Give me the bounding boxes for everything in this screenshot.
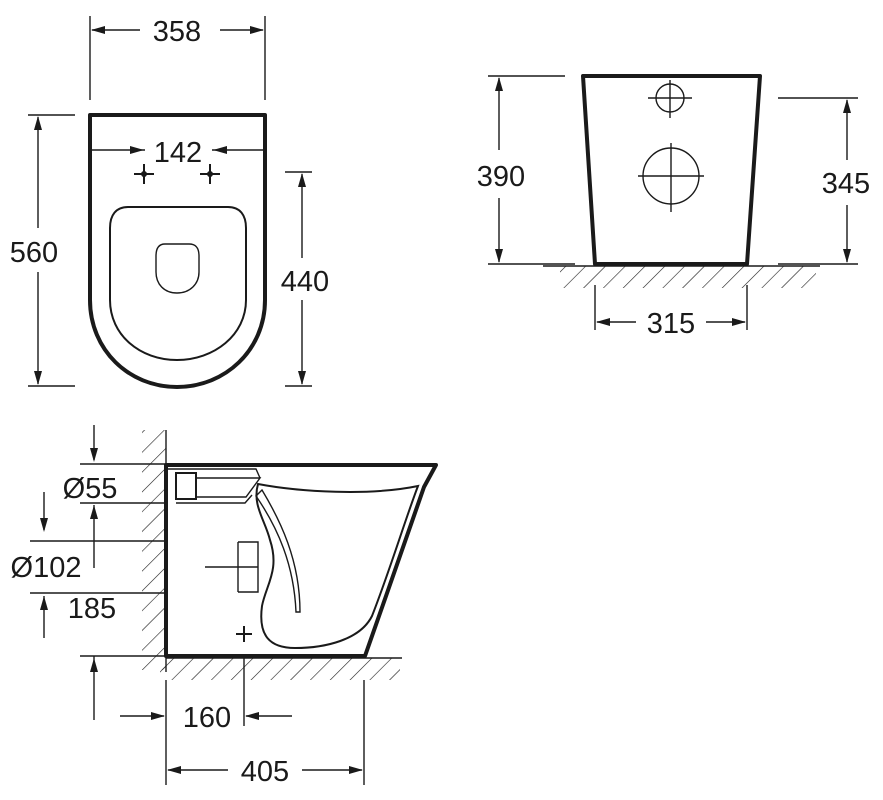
front-floor bbox=[543, 265, 820, 288]
dim-160: 160 bbox=[120, 656, 292, 785]
dim-inlet-diameter: Ø55 bbox=[63, 425, 166, 540]
top-view: 358 142 560 440 bbox=[10, 16, 329, 389]
side-floor bbox=[160, 657, 402, 680]
dim-142: 142 bbox=[92, 137, 263, 169]
inlet-pipe bbox=[168, 468, 262, 504]
side-view: Ø55 Ø102 185 160 bbox=[11, 425, 438, 788]
fixing-spacing-label: 142 bbox=[154, 137, 202, 169]
overall-width-label: 358 bbox=[153, 16, 201, 48]
dim-315: 315 bbox=[594, 285, 748, 340]
outlet-diameter-label: Ø102 bbox=[11, 552, 82, 584]
dim-358: 358 bbox=[89, 16, 266, 100]
trapway bbox=[255, 488, 301, 613]
side-body bbox=[164, 463, 438, 658]
dim-390: 390 bbox=[477, 75, 575, 265]
outlet-cross bbox=[205, 541, 259, 593]
inlet-symbol bbox=[648, 80, 692, 118]
bowl-inside bbox=[255, 482, 420, 650]
seat-outline bbox=[109, 206, 247, 362]
dim-405: 405 bbox=[167, 680, 365, 788]
outlet-height-label: 185 bbox=[68, 593, 116, 625]
overall-depth-label: 405 bbox=[241, 756, 289, 788]
overall-height-label: 390 bbox=[477, 161, 525, 193]
outlet-symbol bbox=[638, 143, 704, 212]
inlet-diameter-label: Ø55 bbox=[63, 473, 118, 505]
dim-185: 185 bbox=[68, 540, 166, 720]
wall bbox=[142, 430, 167, 672]
outlet-distance-label: 160 bbox=[183, 702, 231, 734]
seat-length-label: 440 bbox=[281, 266, 329, 298]
bowl-outline bbox=[88, 113, 267, 389]
dim-outlet-diameter: Ø102 bbox=[11, 492, 166, 638]
side-fixing-mark bbox=[236, 626, 252, 642]
fixing-mark-right bbox=[200, 164, 220, 184]
dim-440: 440 bbox=[281, 171, 329, 387]
fixing-mark-left bbox=[134, 164, 154, 184]
bowl-opening bbox=[155, 243, 200, 294]
dim-560: 560 bbox=[10, 114, 75, 387]
front-body bbox=[581, 74, 762, 266]
base-width-label: 315 bbox=[647, 308, 695, 340]
front-view: 390 345 315 bbox=[477, 74, 870, 340]
inlet-height-label: 345 bbox=[822, 168, 870, 200]
dim-345: 345 bbox=[778, 97, 870, 265]
overall-length-label: 560 bbox=[10, 237, 58, 269]
